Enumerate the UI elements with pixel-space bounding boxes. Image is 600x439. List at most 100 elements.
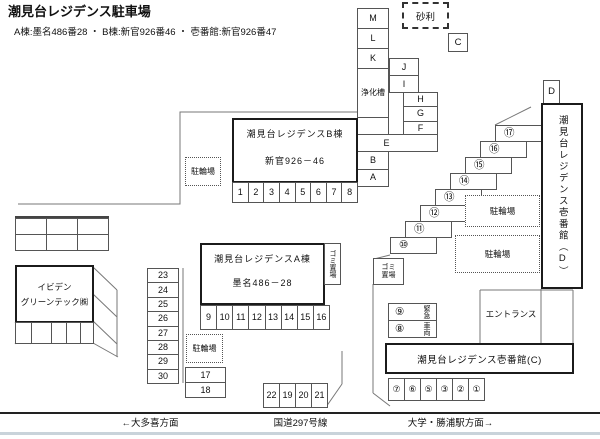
spot-column-ba: B A: [357, 151, 389, 187]
spot-16: 16: [312, 305, 330, 330]
spot-c11: ⑪: [405, 221, 452, 238]
grid-row-1: [15, 218, 109, 235]
road-label-east: 大学・勝浦駅方面→: [407, 418, 494, 429]
empty-cell: [357, 117, 389, 135]
stall: [66, 322, 81, 344]
spot-20: 20: [295, 383, 312, 408]
spot-17: 17: [185, 367, 226, 383]
trash-area-a-label: ゴミ置場: [329, 250, 336, 278]
window-edge-strip: [0, 432, 600, 435]
spot-30: 30: [147, 368, 179, 384]
box-d: D: [543, 80, 560, 104]
spot-6: 6: [310, 182, 327, 203]
trash-small-line1: ゴミ: [381, 264, 396, 271]
company-building: イビデン グリーンテック㈱: [15, 265, 94, 323]
stall: [51, 322, 67, 344]
spot-26: 26: [147, 311, 179, 327]
spot-28: 28: [147, 339, 179, 356]
spot-c2: ②: [452, 378, 469, 401]
road-line: [0, 412, 600, 414]
spot-column-17-18: 17 18: [185, 367, 226, 398]
bicycle-parking-a: 駐輪場: [186, 334, 223, 363]
spot-c6: ⑥: [404, 378, 421, 401]
west-boundary-outline: [18, 111, 357, 383]
spot-column-ji: J I: [389, 58, 419, 93]
spot-c16: ⑯: [480, 141, 527, 158]
spot-h: H: [403, 92, 438, 108]
spot-18: 18: [185, 382, 226, 398]
gravel-area: 砂利: [402, 2, 449, 29]
spot-12: 12: [248, 305, 266, 330]
spot-2: 2: [247, 182, 265, 203]
entrance-boundary: [479, 289, 574, 343]
spot-c17: ⑰: [495, 125, 542, 142]
spot-27: 27: [147, 325, 179, 341]
spot-5: 5: [294, 182, 312, 203]
stall-crossed: [15, 322, 32, 344]
spot-c3: ③: [436, 378, 453, 401]
building-a: 潮見台レジデンスA棟 墨名486－28: [200, 243, 325, 305]
spot-c5: ⑤: [420, 378, 437, 401]
grid-cell: [77, 218, 109, 235]
grid-cell: [77, 234, 109, 251]
spot-j: J: [389, 58, 419, 76]
bicycle-parking-b: 駐輪場: [185, 157, 221, 186]
spot-i: I: [389, 75, 419, 93]
building-c-name: 潮見台レジデンス壱番館(C): [417, 354, 542, 366]
spot-c14: ⑭: [450, 173, 497, 190]
spot-c12: ⑫: [420, 205, 467, 222]
spot-column-mlk: M L K: [357, 8, 389, 69]
building-c: 潮見台レジデンス壱番館(C): [385, 343, 574, 374]
building-a-name: 潮見台レジデンスA棟: [214, 254, 311, 264]
spot-m: M: [357, 8, 389, 29]
driveway-lines: [325, 106, 532, 408]
trash-area-small: ゴミ 置場: [373, 258, 404, 285]
spot-19: 19: [279, 383, 296, 408]
road-label-route: 国道297号線: [273, 418, 328, 429]
spot-row-circled: ⑦ ⑥ ⑤ ③ ② ①: [388, 378, 485, 401]
grid-top-edge: [15, 216, 109, 218]
grid-cell: [15, 218, 47, 235]
spot-c10: ⑩: [390, 237, 437, 254]
spot-3: 3: [263, 182, 280, 203]
spot-23: 23: [147, 268, 179, 284]
box-c: C: [448, 33, 468, 52]
building-b-address: 新官926－46: [264, 156, 326, 166]
spot-1: 1: [232, 182, 249, 203]
spot-4: 4: [278, 182, 296, 203]
spot-c8-emergency: ⑧ 車両: [388, 320, 437, 338]
spot-25: 25: [147, 296, 179, 313]
spot-22: 22: [263, 383, 280, 408]
spot-8: 8: [341, 182, 358, 203]
spot-column-23-30: 23 24 25 26 27 28 29 30: [147, 268, 179, 384]
bicycle-parking-d-lower: 駐輪場: [455, 235, 540, 273]
spot-21: 21: [311, 383, 328, 408]
spot-l: L: [357, 28, 389, 49]
trash-small-line2: 置場: [381, 272, 396, 279]
septic-tank-label: 浄化槽: [357, 68, 389, 118]
grid-cell: [46, 218, 78, 235]
stall: [31, 322, 52, 344]
company-name-line1: イビデン: [37, 281, 72, 292]
spot-29: 29: [147, 354, 179, 370]
emergency-label-top: 緊急: [423, 305, 430, 319]
spot-9: 9: [200, 305, 218, 330]
spot-e: E: [357, 134, 438, 152]
spot-11: 11: [232, 305, 250, 330]
grid-row-2: [15, 234, 109, 251]
spot-24: 24: [147, 282, 179, 298]
spot-c1: ①: [468, 378, 485, 401]
road-label-west: ←大多喜方面: [121, 418, 179, 429]
page-subtitle: A棟:墨名486番28 ・ B棟:新官926番46 ・ 壱番館:新官926番47: [14, 27, 277, 38]
emergency-label-bottom: 車両: [423, 322, 430, 336]
spot-g: G: [403, 106, 438, 122]
entrance-label: エントランス: [485, 309, 537, 319]
spot-b: B: [357, 151, 389, 170]
grid-cell: [15, 234, 47, 251]
spot-a: A: [357, 168, 389, 187]
bicycle-parking-d-upper: 駐輪場: [465, 195, 540, 227]
spot-15: 15: [296, 305, 314, 330]
building-d: 潮見台レジデンス壱番館（D）: [541, 103, 583, 289]
spot-row-19-22: 22 19 20 21: [263, 383, 328, 408]
